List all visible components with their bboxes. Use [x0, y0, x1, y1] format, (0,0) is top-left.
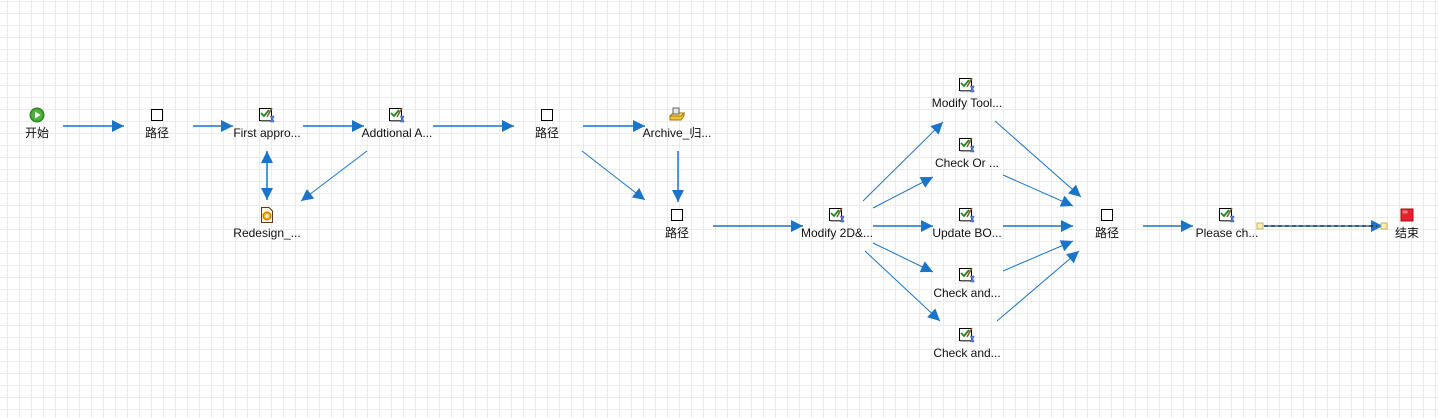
edge-modify_2d-to-check_and_2[interactable]	[864, 250, 941, 322]
node-start[interactable]: 开始	[0, 107, 92, 140]
edges-layer	[63, 120, 1388, 322]
node-label: Check Or ...	[934, 156, 999, 170]
edge-check_and_1-to-route4[interactable]	[1002, 240, 1074, 272]
task-approval-icon	[1219, 207, 1235, 223]
task-approval-icon	[259, 107, 275, 123]
task-approval-icon	[829, 207, 845, 223]
task-approval-icon	[959, 207, 975, 223]
route-icon	[1099, 207, 1115, 223]
node-label: Redesign_...	[233, 226, 301, 240]
edge-handle-end[interactable]	[1380, 222, 1388, 230]
edge-route2-to-route3[interactable]	[581, 150, 646, 201]
end-icon	[1399, 207, 1415, 223]
node-route3[interactable]: 路径	[622, 207, 732, 240]
node-modify-2d[interactable]: Modify 2D&...	[782, 207, 892, 240]
node-route4[interactable]: 路径	[1052, 207, 1162, 240]
edge-modify_tool-to-route4[interactable]	[994, 120, 1082, 198]
node-label: Archive_归...	[642, 126, 712, 140]
node-please-ch[interactable]: Please ch...	[1172, 207, 1282, 240]
archive-icon	[668, 107, 686, 123]
task-approval-icon	[959, 77, 975, 93]
node-label: Addtional A...	[361, 126, 433, 140]
node-label: Modify Tool...	[931, 96, 1003, 110]
node-label: 路径	[1094, 226, 1119, 240]
node-label: 路径	[664, 226, 689, 240]
edge-modify_2d-to-check_or[interactable]	[872, 176, 934, 209]
route-icon	[539, 107, 555, 123]
node-first-approval[interactable]: First appro...	[212, 107, 322, 140]
subprocess-icon	[259, 207, 275, 223]
node-label: Please ch...	[1195, 226, 1259, 240]
node-update-bo[interactable]: Update BO...	[912, 207, 1022, 240]
node-check-and-1[interactable]: Check and...	[912, 267, 1022, 300]
node-label: Check and...	[933, 286, 1001, 300]
node-label: 结束	[1394, 226, 1419, 240]
route-icon	[149, 107, 165, 123]
node-check-or[interactable]: Check Or ...	[912, 137, 1022, 170]
task-approval-icon	[389, 107, 405, 123]
task-approval-icon	[959, 137, 975, 153]
node-additional-a[interactable]: Addtional A...	[342, 107, 452, 140]
edge-handle-start[interactable]	[1256, 222, 1264, 230]
edge-additional_a-to-redesign[interactable]	[300, 150, 368, 202]
node-label: First appro...	[233, 126, 301, 140]
task-approval-icon	[959, 327, 975, 343]
edge-check_and_2-to-route4[interactable]	[996, 250, 1080, 322]
node-redesign[interactable]: Redesign_...	[212, 207, 322, 240]
edge-modify_2d-to-modify_tool[interactable]	[862, 121, 944, 202]
node-end[interactable]: 结束	[1352, 207, 1438, 240]
node-label: Modify 2D&...	[800, 226, 874, 240]
node-label: Update BO...	[932, 226, 1002, 240]
node-label: 路径	[144, 126, 169, 140]
node-check-and-2[interactable]: Check and...	[912, 327, 1022, 360]
node-route1[interactable]: 路径	[102, 107, 212, 140]
start-icon	[29, 107, 45, 123]
edge-modify_2d-to-check_and_1[interactable]	[872, 242, 934, 273]
node-label: 路径	[534, 126, 559, 140]
route-icon	[669, 207, 685, 223]
edge-check_or-to-route4[interactable]	[1002, 174, 1074, 207]
node-modify-tool[interactable]: Modify Tool...	[912, 77, 1022, 110]
node-label: 开始	[24, 126, 49, 140]
node-label: Check and...	[933, 346, 1001, 360]
node-route2[interactable]: 路径	[492, 107, 602, 140]
task-approval-icon	[959, 267, 975, 283]
node-archive[interactable]: Archive_归...	[622, 107, 732, 140]
